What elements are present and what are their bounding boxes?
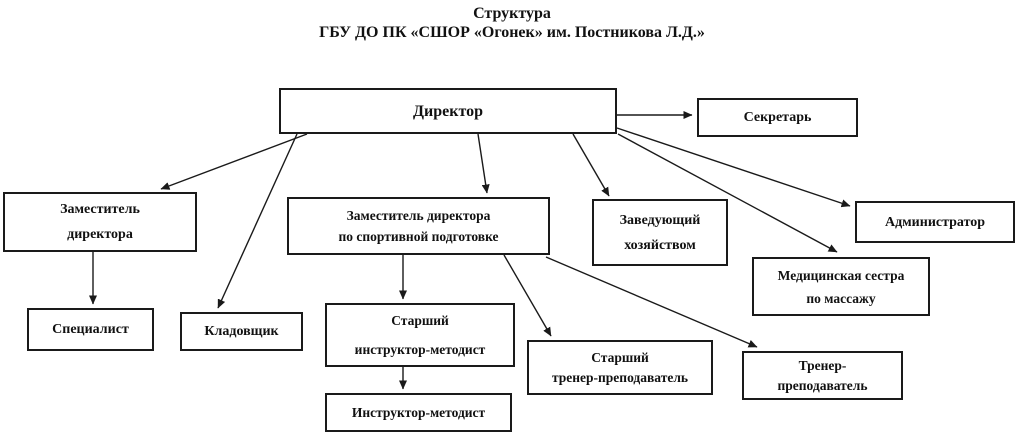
- node-deputy-director-label: Заместитель: [60, 202, 140, 217]
- node-instructor: Инструктор-методист: [325, 393, 512, 432]
- node-nurse-label: по массажу: [806, 290, 876, 306]
- node-deputy-director: Заместитель директора: [3, 192, 197, 252]
- node-nurse-label: Медицинская сестра: [777, 267, 905, 283]
- chart-title-line1: Структура: [473, 5, 551, 22]
- node-deputy-sport-label: по спортивной подготовке: [338, 229, 499, 244]
- node-deputy-sport: Заместитель директора по спортивной подго…: [287, 197, 550, 255]
- chart-title-line2: ГБУ ДО ПК «СШОР «Огонек» им. Постникова …: [319, 24, 705, 41]
- node-senior-trainer-label: Старший: [591, 350, 649, 365]
- node-head-household: Заведующий хозяйством: [592, 199, 728, 266]
- edge-director-to-administrator: [616, 127, 851, 208]
- node-administrator: Администратор: [855, 201, 1015, 243]
- node-specialist-label: Специалист: [52, 322, 129, 337]
- node-senior-instructor: Старший инструктор-методист: [325, 303, 515, 367]
- node-administrator-label: Администратор: [884, 214, 986, 230]
- edge-director-to-head-household: [572, 133, 610, 197]
- node-specialist: Специалист: [27, 308, 154, 351]
- node-trainer-label: преподаватель: [777, 378, 868, 393]
- node-deputy-director-label: директора: [67, 227, 133, 242]
- edge-deputy-sport-to-trainer: [545, 256, 758, 348]
- node-instructor-label: Инструктор-методист: [351, 405, 486, 420]
- node-deputy-sport-label: Заместитель директора: [346, 208, 491, 223]
- edge-deputy-sport-to-senior-trainer: [503, 254, 552, 337]
- node-director: Директор: [279, 88, 617, 134]
- node-senior-instructor-label: инструктор-методист: [354, 342, 486, 357]
- chart-title: Структура ГБУ ДО ПК «СШОР «Огонек» им. П…: [0, 4, 1024, 42]
- edge-director-to-nurse: [617, 133, 838, 253]
- node-senior-trainer: Старший тренер-преподаватель: [527, 340, 713, 395]
- node-director-label: Директор: [413, 102, 483, 120]
- edge-director-to-deputy-sport: [477, 133, 490, 194]
- node-senior-instructor-label: Старший: [391, 313, 449, 328]
- node-secretary: Секретарь: [697, 98, 858, 137]
- node-trainer-label: Тренер-: [798, 358, 847, 373]
- node-nurse: Медицинская сестра по массажу: [752, 257, 930, 316]
- node-storekeeper: Кладовщик: [180, 312, 303, 351]
- node-head-household-label: хозяйством: [624, 237, 696, 253]
- node-trainer: Тренер-преподаватель: [742, 351, 903, 400]
- node-secretary-label: Секретарь: [743, 110, 812, 125]
- edge-director-to-deputy-director: [160, 133, 308, 190]
- node-storekeeper-label: Кладовщик: [204, 324, 279, 339]
- node-head-household-label: Заведующий: [619, 212, 701, 228]
- node-senior-trainer-label: тренер-преподаватель: [551, 370, 689, 385]
- edge-director-to-storekeeper: [217, 133, 298, 309]
